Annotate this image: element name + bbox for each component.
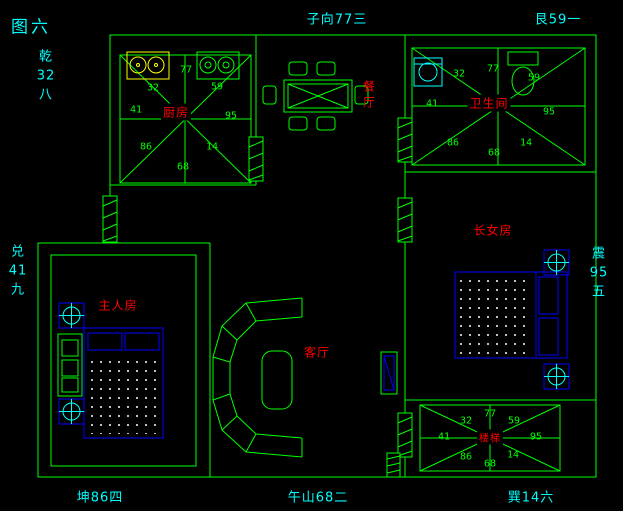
star-number: 68 xyxy=(487,147,501,159)
compass-qian-label: 乾 32 八 xyxy=(37,48,56,105)
star-number: 86 xyxy=(459,451,473,463)
compass-dui-label: 兑 41 九 xyxy=(9,243,28,300)
star-number: 95 xyxy=(529,431,543,443)
star-number: 86 xyxy=(139,141,153,153)
star-pair: 41 xyxy=(8,263,28,279)
door-symbol-staircase xyxy=(397,412,413,458)
period-number: 九 xyxy=(10,282,26,298)
room-label-kitchen: 厨房 xyxy=(160,103,192,121)
door-symbol-bathroom xyxy=(397,117,413,163)
ceiling-lamp-icon xyxy=(58,398,85,425)
star-number: 77 xyxy=(483,408,497,420)
trigram-char: 兑 xyxy=(10,244,26,260)
room-label-staircase: 楼梯 xyxy=(477,429,503,445)
star-number: 41 xyxy=(129,104,143,116)
star-number: 95 xyxy=(224,110,238,122)
star-number: 68 xyxy=(483,458,497,470)
ceiling-lamp-icon xyxy=(58,302,85,329)
star-number: 77 xyxy=(179,64,193,76)
star-pair: 95 xyxy=(589,265,609,281)
walls xyxy=(37,34,597,478)
trigram-char: 乾 xyxy=(38,49,54,65)
period-number: 五 xyxy=(591,284,607,300)
star-number: 95 xyxy=(542,106,556,118)
trigram-char: 震 xyxy=(591,246,607,262)
dining-chairs xyxy=(262,61,369,131)
room-label-living-room: 客厅 xyxy=(303,345,331,360)
star-number: 14 xyxy=(519,137,533,149)
figure-title: 图六 xyxy=(11,17,51,38)
ceiling-lamp-icon xyxy=(543,249,570,276)
star-number: 59 xyxy=(527,72,541,84)
star-number: 59 xyxy=(507,415,521,427)
daughter-bed xyxy=(454,271,568,359)
star-number: 32 xyxy=(452,68,466,80)
compass-kun-label: 坤86四 xyxy=(76,490,124,506)
washbasin-icon xyxy=(413,57,443,87)
dining-table xyxy=(283,79,353,113)
master-bed xyxy=(83,327,164,439)
compass-xun-label: 巽14六 xyxy=(507,490,555,506)
sofa xyxy=(212,297,303,458)
period-number: 八 xyxy=(38,87,54,103)
stove-icon xyxy=(196,51,240,80)
star-number: 41 xyxy=(425,98,439,110)
compass-sitting-label: 午山68二 xyxy=(287,490,349,506)
coffee-table xyxy=(261,350,293,410)
door-symbol-living-room xyxy=(386,452,401,478)
door-symbol-entry-hall xyxy=(102,195,118,243)
door-symbol-kitchen xyxy=(248,136,264,182)
room-label-master-bedroom: 主人房 xyxy=(98,298,138,313)
star-number: 14 xyxy=(205,141,219,153)
star-number: 14 xyxy=(506,449,520,461)
ceiling-lamp-icon xyxy=(543,363,570,390)
toilet-icon xyxy=(507,51,539,96)
room-label-bathroom: 卫生间 xyxy=(467,94,511,112)
wardrobe xyxy=(57,333,83,397)
compass-zhen-label: 震 95 五 xyxy=(590,245,609,302)
room-label-daughter-room: 长女房 xyxy=(473,223,513,238)
kitchen-sink-icon xyxy=(126,51,170,80)
star-number: 32 xyxy=(146,82,160,94)
star-number: 86 xyxy=(446,137,460,149)
compass-facing-label: 子向77三 xyxy=(306,12,368,28)
compass-gen-label: 艮59一 xyxy=(534,12,582,28)
star-number: 77 xyxy=(486,63,500,75)
star-number: 41 xyxy=(437,431,451,443)
star-number: 68 xyxy=(176,161,190,173)
star-pair: 32 xyxy=(36,68,56,84)
tv-icon xyxy=(380,351,398,395)
star-number: 59 xyxy=(210,81,224,93)
door-symbol-daughter-room xyxy=(397,197,413,243)
star-number: 32 xyxy=(459,415,473,427)
room-label-dining: 餐厅 xyxy=(361,80,376,112)
